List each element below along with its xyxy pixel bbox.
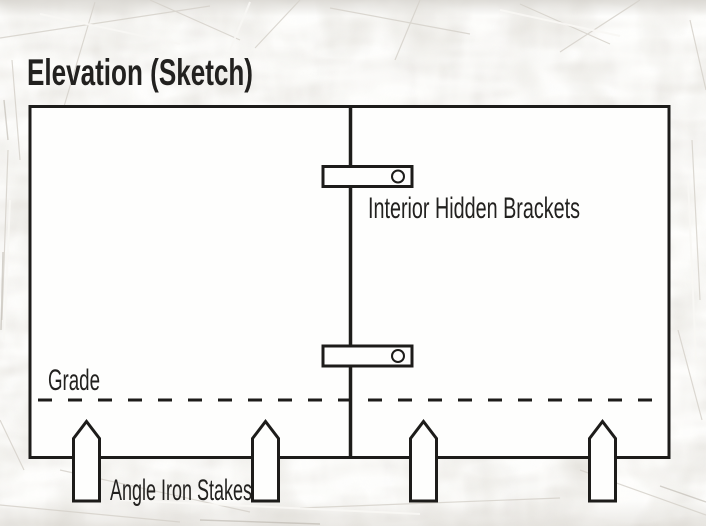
- bracket-top-plate: [321, 165, 414, 188]
- label-grade: Grade: [48, 364, 100, 397]
- page-title: Elevation (Sketch): [27, 52, 253, 93]
- bracket-top-bolt-hole-icon: [391, 169, 405, 184]
- paper-scratches-dark: [0, 99, 706, 525]
- bracket-top: [321, 165, 414, 188]
- angle-iron-stake-4: [588, 419, 617, 503]
- label-interior-brackets: Interior Hidden Brackets: [368, 192, 580, 225]
- angle-iron-stake-3: [409, 419, 438, 503]
- paper-scratches-bright: [3, 1, 697, 515]
- bracket-bottom-bolt-hole-icon: [391, 349, 405, 363]
- angle-iron-stakes-group: [72, 419, 617, 503]
- bracket-bottom: [321, 344, 414, 368]
- angle-iron-stake-1: [72, 419, 101, 503]
- label-angle-iron-stakes: Angle Iron Stakes: [110, 474, 252, 507]
- angle-iron-stake-2: [251, 419, 280, 503]
- paper-bottom-shade: [0, 500, 706, 526]
- bracket-bottom-plate: [321, 344, 414, 368]
